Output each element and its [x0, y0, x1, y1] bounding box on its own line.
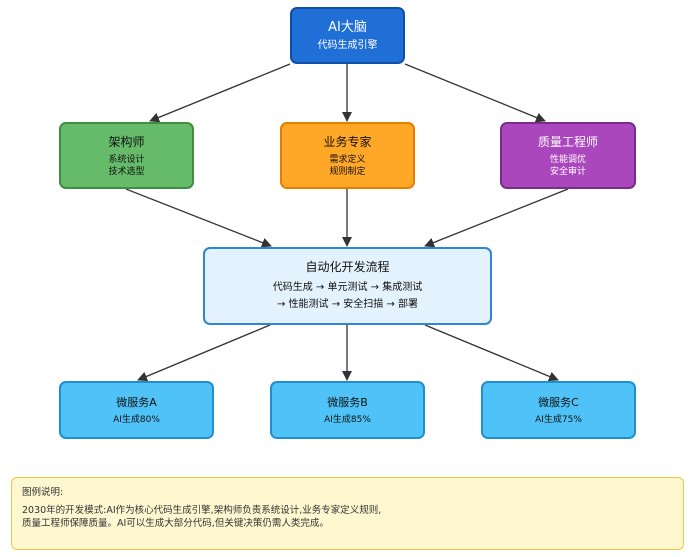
business-expert-line: 规则制定 — [329, 166, 366, 177]
service-b-title: 微服务B — [327, 395, 368, 409]
service-b-node: 微服务B AI生成85% — [270, 381, 425, 439]
architect-line: 技术选型 — [108, 166, 145, 177]
edge-quality-to-pipeline — [424, 188, 569, 248]
legend-text-line: 质量工程师保障质量。AI可以生成大部分代码,但关键决策仍需人类完成。 — [22, 518, 329, 529]
service-c-node: 微服务C AI生成75% — [481, 381, 636, 439]
business-expert-title: 业务专家 — [323, 134, 372, 149]
service-a-ratio: AI生成80% — [113, 414, 160, 425]
edge-pipeline-to-service-c — [424, 324, 559, 382]
quality-engineer-line: 性能调优 — [549, 154, 586, 165]
edge-architect-to-pipeline — [125, 188, 272, 248]
quality-engineer-line: 安全审计 — [549, 166, 586, 177]
service-a-title: 微服务A — [116, 395, 157, 409]
legend-text-line: 2030年的开发模式:AI作为核心代码生成引擎,架构师负责系统设计,业务专家定义… — [22, 505, 382, 516]
ai-brain-node: AI大脑 代码生成引擎 — [290, 7, 405, 64]
quality-engineer-title: 质量工程师 — [537, 134, 598, 149]
quality-engineer-node: 质量工程师 性能调优 安全审计 — [500, 122, 636, 189]
service-b-ratio: AI生成85% — [324, 414, 371, 425]
ai-brain-title: AI大脑 — [328, 19, 367, 35]
architect-line: 系统设计 — [108, 154, 145, 165]
business-expert-line: 需求定义 — [329, 154, 366, 165]
pipeline-steps-line: → 性能测试 → 安全扫描 → 部署 — [276, 299, 419, 310]
pipeline-steps-line: 代码生成 → 单元测试 → 集成测试 — [272, 282, 423, 293]
edge-ai-to-quality — [404, 63, 546, 123]
edge-pipeline-to-service-a — [137, 324, 271, 382]
ai-brain-subtitle: 代码生成引擎 — [317, 39, 378, 51]
pipeline-title: 自动化开发流程 — [305, 260, 390, 274]
service-a-node: 微服务A AI生成80% — [59, 381, 214, 439]
architect-title: 架构师 — [108, 134, 145, 149]
service-c-title: 微服务C — [538, 395, 579, 409]
edge-ai-to-architect — [149, 63, 291, 123]
pipeline-node: 自动化开发流程 代码生成 → 单元测试 → 集成测试 → 性能测试 → 安全扫描… — [203, 247, 492, 325]
business-expert-node: 业务专家 需求定义 规则制定 — [280, 122, 415, 189]
service-c-ratio: AI生成75% — [535, 414, 582, 425]
architect-node: 架构师 系统设计 技术选型 — [59, 122, 194, 189]
legend-title: 图例说明: — [22, 487, 64, 498]
legend-box: 图例说明: 2030年的开发模式:AI作为核心代码生成引擎,架构师负责系统设计,… — [11, 477, 684, 550]
